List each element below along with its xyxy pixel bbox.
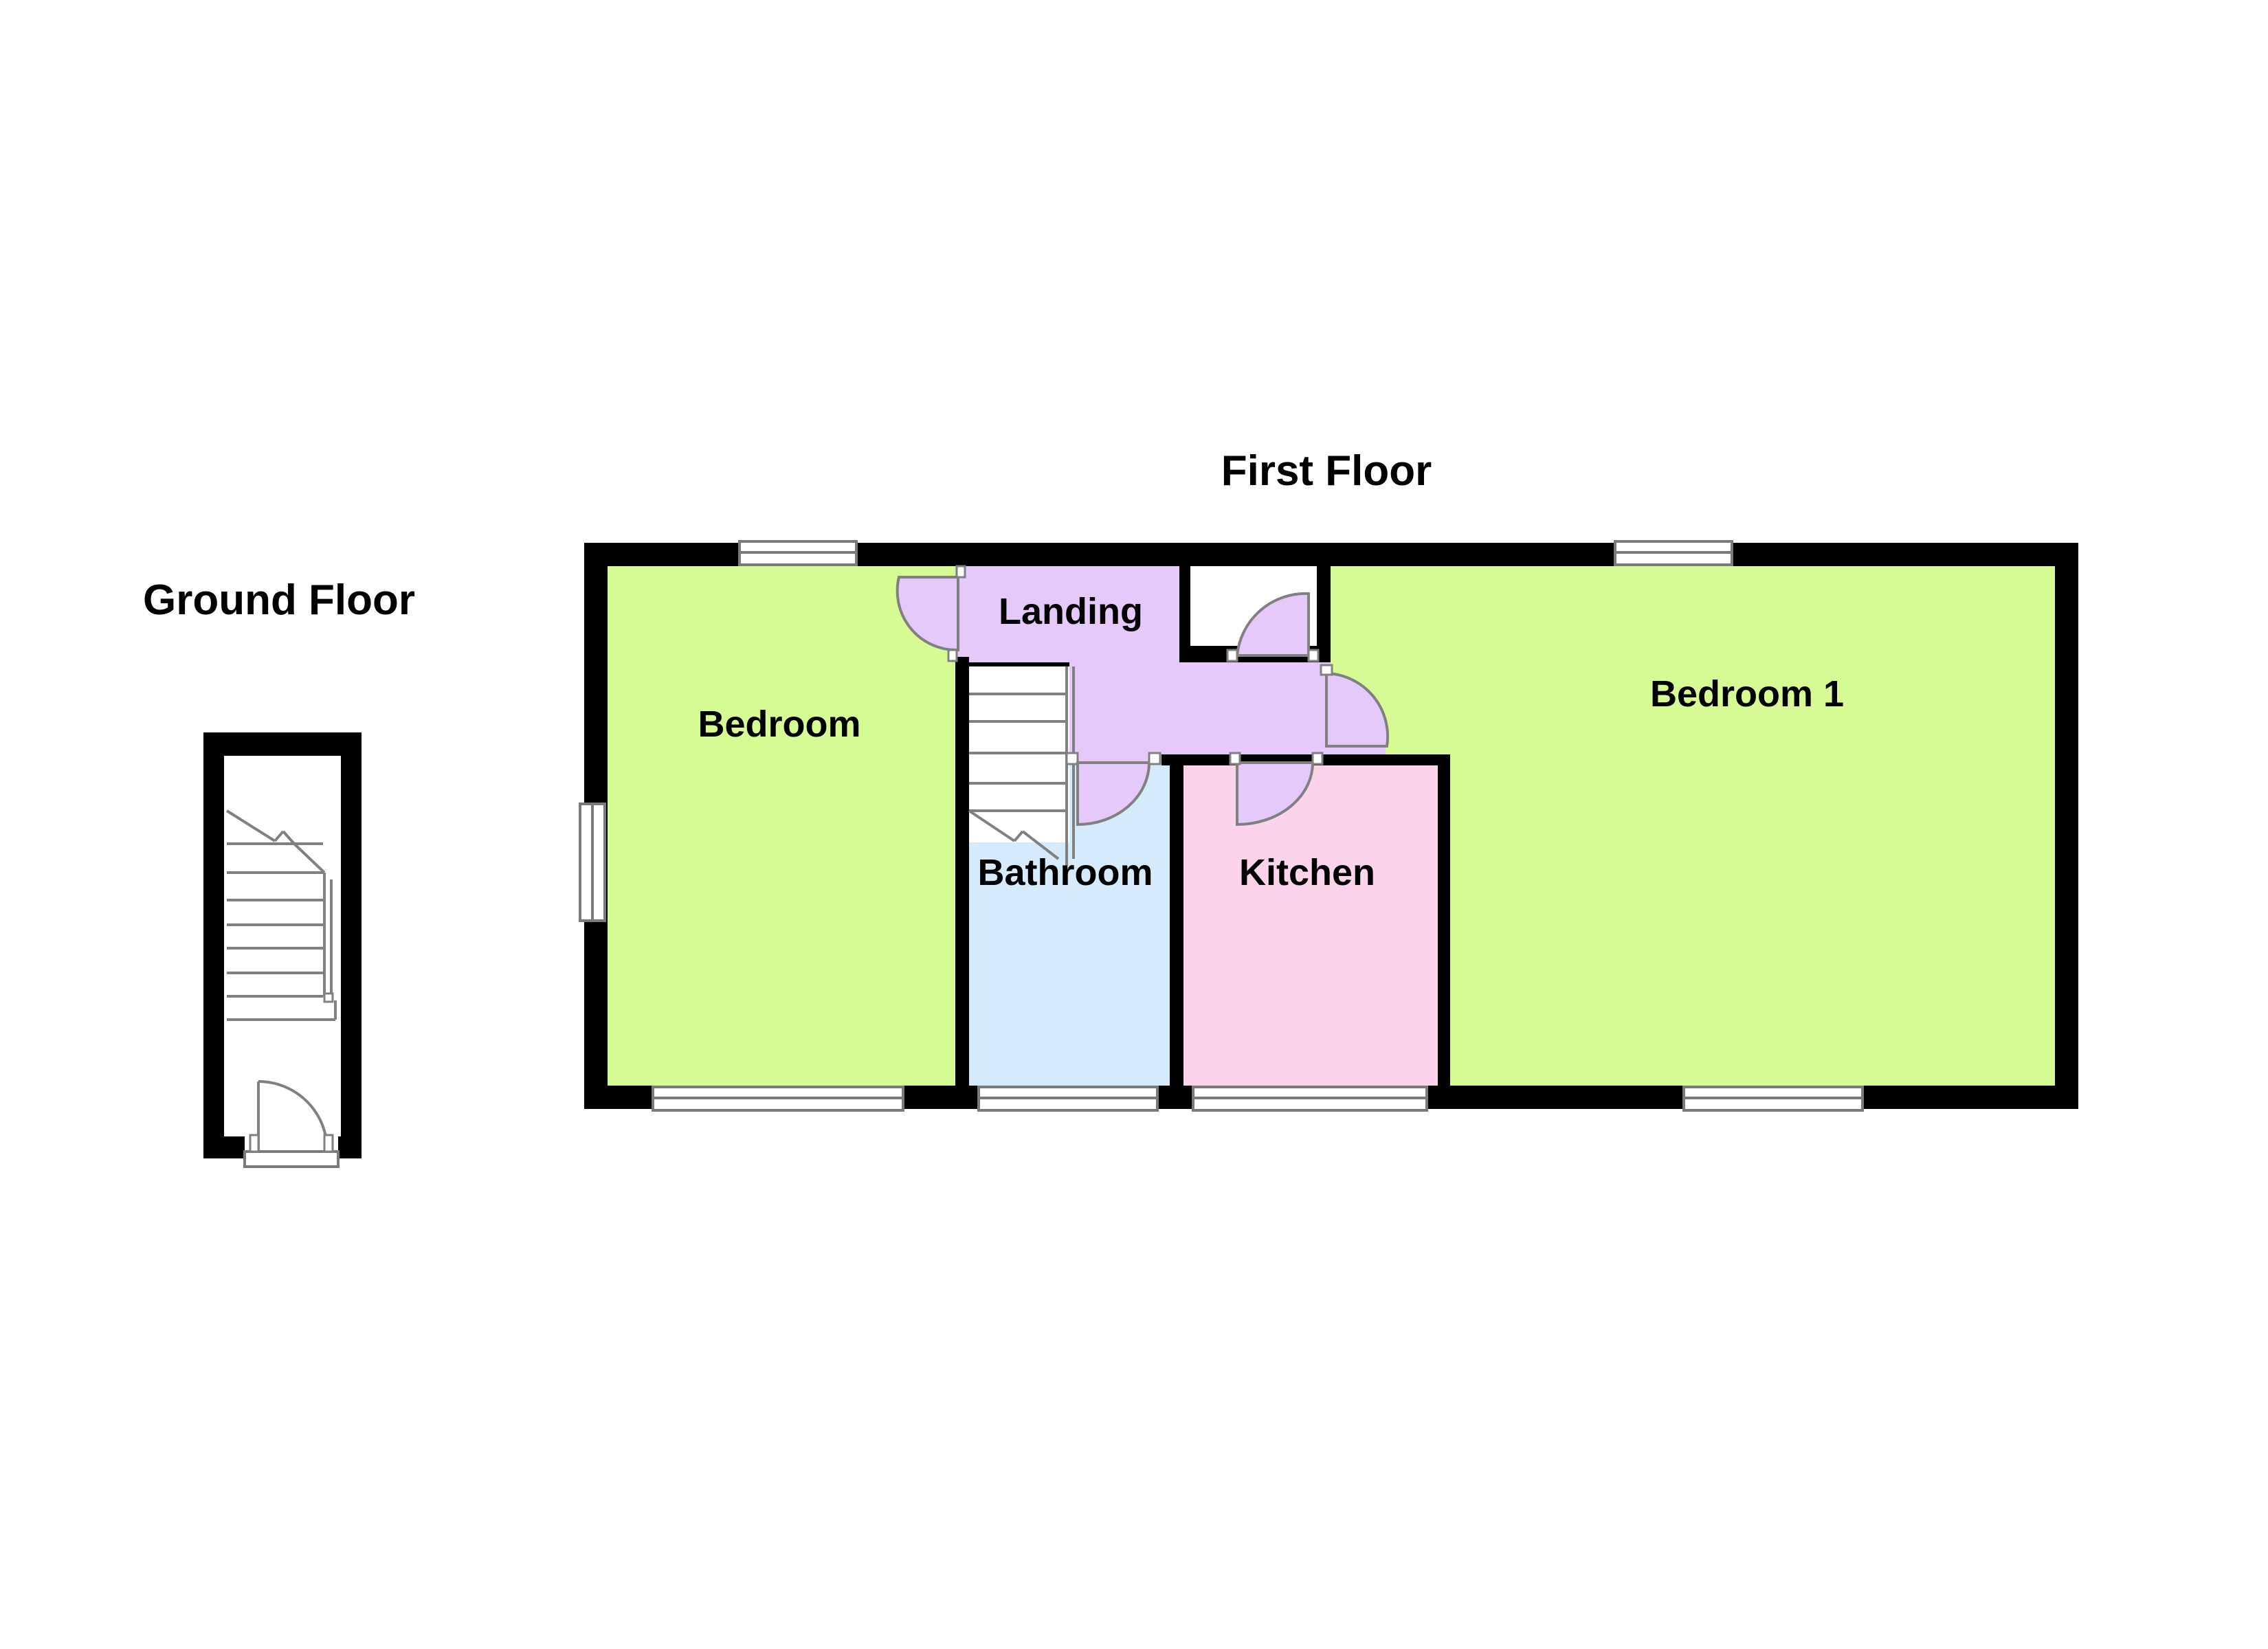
bedroom-1-bottom-window — [1682, 1086, 1864, 1112]
bathroom-bottom-window — [977, 1086, 1159, 1112]
first-floor-title: First Floor — [1221, 447, 1432, 495]
ground-floor-plan — [203, 732, 362, 1168]
landing-bedroom-door-icon — [896, 565, 966, 662]
bathroom-left-wall — [955, 657, 969, 1086]
front-door-icon — [249, 1080, 334, 1153]
cupboard-wall-bottom — [1179, 646, 1234, 662]
bedroom-label: Bedroom — [698, 704, 860, 745]
bedroom-1-door-icon — [1320, 664, 1390, 748]
bedroom-bottom-window — [652, 1086, 904, 1112]
bedroom-side-window — [579, 803, 606, 922]
bathroom-label: Bathroom — [978, 852, 1153, 893]
ground-floor-stairs — [225, 809, 337, 1021]
bedroom-top-window — [738, 540, 858, 566]
cupboard-wall-left — [1179, 566, 1190, 662]
kitchen-door-icon — [1229, 752, 1324, 827]
bedroom-1-floor — [1331, 566, 2055, 1086]
bedroom-1-label: Bedroom 1 — [1650, 673, 1844, 715]
first-floor-stairs — [968, 666, 1079, 866]
landing-label: Landing — [999, 591, 1143, 632]
bathroom-door-icon — [1076, 752, 1161, 827]
bedroom-1-top-window — [1614, 540, 1733, 566]
ground-floor-hall — [224, 756, 341, 1136]
kitchen-bottom-window — [1192, 1086, 1428, 1112]
landing-floor — [955, 566, 1386, 763]
bedroom-floor — [608, 566, 955, 1086]
ground-floor-door-sill — [243, 1150, 340, 1168]
kitchen-label: Kitchen — [1239, 852, 1375, 893]
first-floor-plan — [579, 540, 2078, 1112]
kitchen-floor — [1183, 765, 1438, 1086]
landing-bathroom-wall — [1161, 754, 1230, 765]
cupboard-wall-right — [1317, 566, 1331, 655]
cupboard-door-icon — [1226, 592, 1320, 662]
ground-floor-title: Ground Floor — [143, 576, 415, 624]
